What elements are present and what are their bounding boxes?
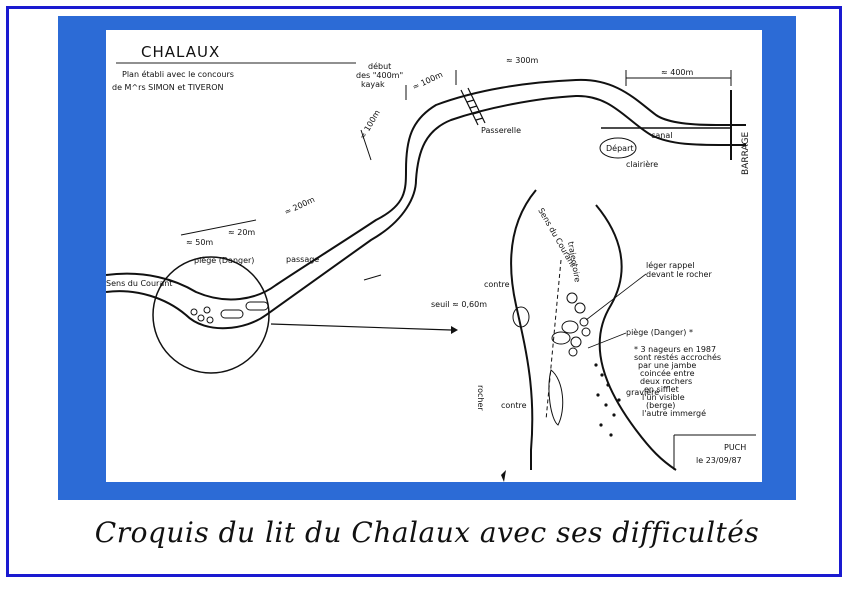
distance-200m: ≈ 200m <box>283 195 316 217</box>
svg-text:en sifflet: en sifflet <box>644 385 679 394</box>
svg-text:l'un visible: l'un visible <box>642 393 685 402</box>
zoom-circle <box>152 256 270 374</box>
river-banks <box>106 78 746 330</box>
detail-banks <box>510 189 677 471</box>
river-sketch: CHALAUX Plan établi avec le concours de … <box>106 43 756 482</box>
contre-bottom-label: contre <box>501 401 527 410</box>
zoom-arrow-head <box>451 326 458 334</box>
debut-line-1: début <box>368 61 391 71</box>
debut-line-3: kayak <box>361 80 385 89</box>
piege-pointer <box>587 332 627 349</box>
sketch-paper: CHALAUX Plan établi avec le concours de … <box>106 30 762 482</box>
zoom-rocks <box>190 301 269 324</box>
distance-100m: ≈ 100m <box>411 70 444 92</box>
svg-text:sont restés accrochés: sont restés accrochés <box>634 352 721 362</box>
depart-label: Départ <box>606 143 634 153</box>
leger-line-1: léger rappel <box>646 260 694 270</box>
svg-text:coincée entre: coincée entre <box>640 368 695 378</box>
pen-mark <box>501 470 506 482</box>
seuil-label: seuil ≈ 0,60m <box>431 300 487 309</box>
svg-text:(berge): (berge) <box>646 401 675 410</box>
distance-400m-right: ≈ 400m <box>661 68 694 77</box>
leger-line-2: devant le rocher <box>646 270 712 279</box>
canal-label: canal <box>651 131 673 140</box>
distance-100m-left: ≈ 100m <box>358 108 382 141</box>
sketch-title: CHALAUX <box>141 43 220 61</box>
passerelle-bridge <box>460 87 486 126</box>
graviere-dots <box>594 363 621 437</box>
distance-markers <box>180 70 732 281</box>
distance-20m: ≈ 20m <box>228 228 255 237</box>
author-label: PUCH <box>724 443 746 452</box>
date-label: le 23/09/87 <box>696 456 742 465</box>
svg-text:l'autre immergé: l'autre immergé <box>642 408 706 418</box>
rocher-label: rocher <box>476 385 485 411</box>
graviere-label: gravière <box>626 387 659 397</box>
star-note: * 3 nageurs en 1987 sont restés accroché… <box>634 345 721 418</box>
leger-pointer <box>585 273 647 321</box>
debut-line-2: des "400m" <box>356 71 403 80</box>
clairiere-label: clairière <box>626 159 658 169</box>
piege-label: piège (Danger) * <box>626 327 693 337</box>
piege-small-label: piège (Danger) <box>194 255 254 265</box>
svg-text:* 3 nageurs en 1987: * 3 nageurs en 1987 <box>634 345 716 354</box>
note-line-2: de M^rs SIMON et TIVERON <box>112 83 224 92</box>
svg-text:deux rochers: deux rochers <box>640 377 692 386</box>
caption: Croquis du lit du Chalaux avec ses diffi… <box>94 516 760 549</box>
passerelle-label: Passerelle <box>481 126 521 135</box>
distance-50m: ≈ 50m <box>186 238 213 247</box>
sens-courant-left: Sens du Courant <box>106 279 172 288</box>
note-line-1: Plan établi avec le concours <box>122 69 234 79</box>
svg-text:par une jambe: par une jambe <box>638 361 696 370</box>
contre-top-label: contre <box>484 280 510 289</box>
barrage-label: BARRAGE <box>741 132 751 175</box>
distance-300m: ≈ 300m <box>506 56 539 65</box>
trajectory-line <box>545 259 562 421</box>
passage-label: passage <box>286 255 319 264</box>
zoom-arrow <box>270 323 452 331</box>
depart-clairiere-circle <box>599 137 637 159</box>
